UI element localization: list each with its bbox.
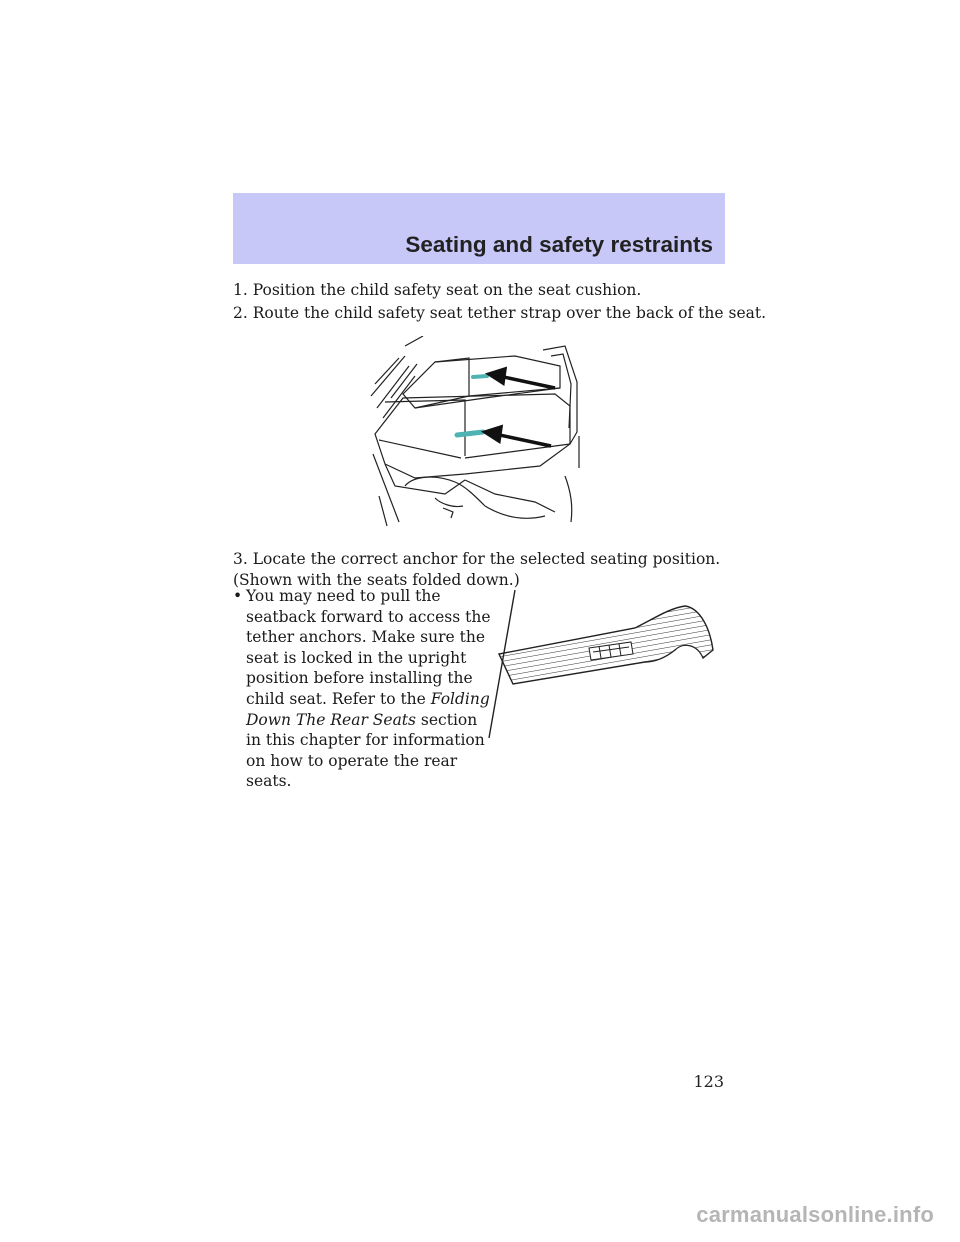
bullet-text-after: section in this chapter for information … xyxy=(246,710,485,791)
bullet-text-before: You may need to pull the seatback forwar… xyxy=(246,587,491,708)
tether-strap-illustration xyxy=(488,589,714,738)
watermark: carmanualsonline.info xyxy=(696,1202,934,1227)
seat-anchor-illustration xyxy=(370,336,580,527)
step-3-text: 3. Locate the correct anchor for the sel… xyxy=(233,550,721,589)
bullet-marker: • xyxy=(233,587,243,605)
section-header-band: Seating and safety restraints xyxy=(233,193,725,264)
step-2-text: 2. Route the child safety seat tether st… xyxy=(233,304,767,322)
bullet-item: • You may need to pull the seatback forw… xyxy=(233,586,493,792)
bullet-text: You may need to pull the seatback forwar… xyxy=(246,586,493,792)
folding-down-reference: Folding Down The Rear Seats xyxy=(246,689,490,729)
section-title: Seating and safety restraints xyxy=(405,232,713,257)
page-number: 123 xyxy=(693,1072,724,1091)
step-1-text: 1. Position the child safety seat on the… xyxy=(233,281,642,299)
